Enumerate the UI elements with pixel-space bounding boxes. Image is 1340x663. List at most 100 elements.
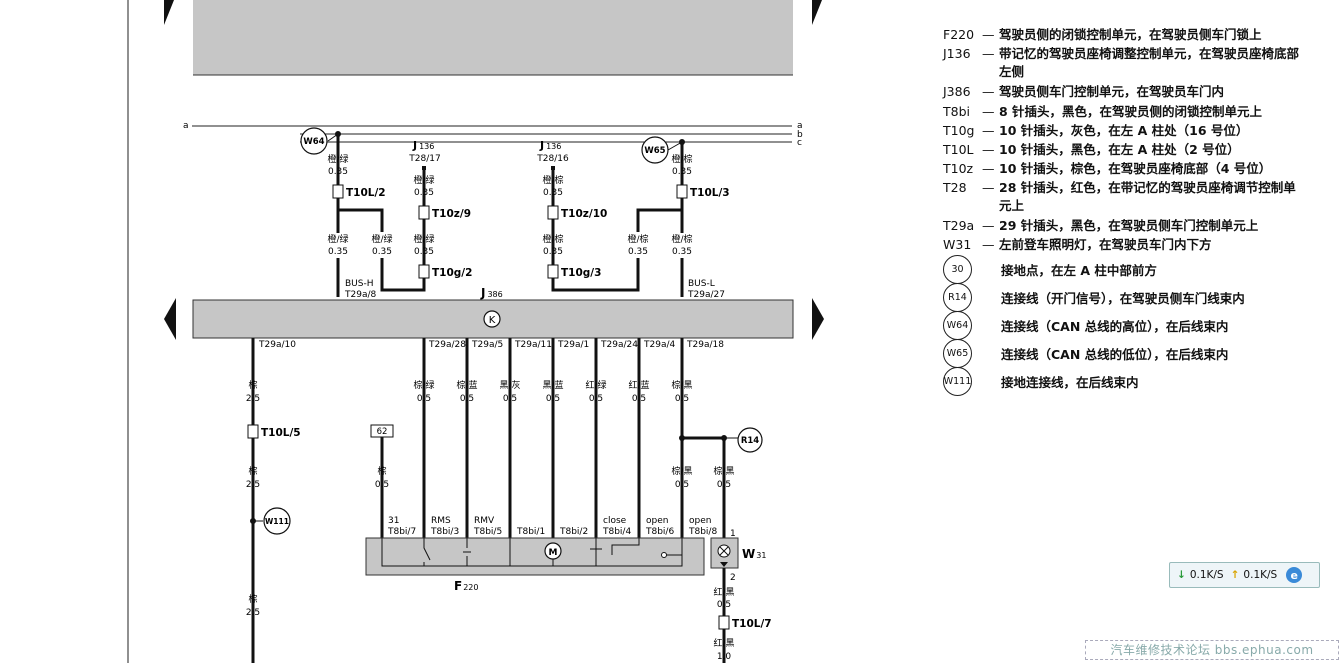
upload-arrow-icon: ↑	[1230, 569, 1240, 581]
wire-label: 橙/棕	[671, 233, 692, 245]
f220-label-open-1: open	[646, 516, 668, 526]
wire-size: 0.5	[589, 394, 603, 404]
wire-size: 2.5	[246, 480, 260, 490]
wire-label: 黑/蓝	[542, 379, 563, 391]
connector-pin-icon	[332, 184, 344, 199]
w31-name: W31	[742, 547, 766, 561]
connector-pin-icon	[718, 615, 730, 630]
legend-code: W31	[943, 237, 972, 252]
conn-t10z10: T10z/10	[561, 208, 607, 220]
wire-label: 黑/灰	[499, 379, 520, 391]
wire-size: 0.5	[460, 394, 474, 404]
wire-label: 棕	[248, 379, 257, 391]
pin-t29a18: T29a/18	[686, 340, 724, 350]
conn-t10g2: T10g/2	[432, 267, 472, 279]
legend-dash: —	[982, 180, 995, 195]
wire-size: 2.5	[246, 608, 260, 618]
legend-row: T8bi—8 针插头，黑色，在驾驶员侧的闭锁控制单元上	[943, 103, 1329, 121]
browser-icon[interactable]: e	[1286, 567, 1303, 583]
wire-label: 红/绿	[585, 379, 606, 391]
wire-label: 棕	[248, 465, 257, 477]
f220-pin-2: T8bi/2	[559, 527, 588, 537]
download-arrow-icon: ↓	[1177, 569, 1186, 581]
legend-dash: —	[982, 237, 995, 252]
wire-size: 0.35	[672, 167, 692, 177]
w111-label: W111	[265, 517, 289, 526]
wire-label: 橙/绿	[413, 233, 434, 245]
legend-code: F220	[943, 27, 975, 42]
wire-label: 红/蓝	[628, 379, 649, 391]
legend-desc: 10 针插头，黑色，在左 A 柱处（2 号位）	[999, 142, 1240, 157]
f220-unit	[365, 537, 705, 576]
r14-circle	[737, 427, 763, 453]
bus-h-label: BUS-H	[345, 279, 374, 289]
pin-t29a24: T29a/24	[600, 340, 638, 350]
bus-label-a: a	[183, 121, 189, 131]
wire-size: 0.5	[546, 394, 560, 404]
page-left-arrow-top	[164, 0, 174, 25]
conn-t10l3: T10L/3	[690, 187, 730, 199]
f220-pin-4: T8bi/4	[602, 527, 631, 537]
j136-left-pin: T28/17	[408, 154, 440, 164]
legend-desc: 8 针插头，黑色，在驾驶员侧的闭锁控制单元上	[999, 104, 1263, 119]
f220-pin-5: T8bi/5	[473, 527, 502, 537]
legend-dash: —	[982, 142, 995, 157]
watermark: 汽车维修技术论坛 bbs.ephua.com	[1085, 640, 1339, 660]
connector-pin-icon	[676, 184, 688, 199]
legend-row: J136—带记忆的驾驶员座椅调整控制单元，在驾驶员座椅底部左侧	[943, 45, 1299, 81]
legend-row: T10z—10 针插头，棕色，在驾驶员座椅底部（4 号位）	[943, 160, 1329, 178]
legend-desc: 10 针插头，棕色，在驾驶员座椅底部（4 号位）	[999, 161, 1272, 176]
circle-desc: 连接线（CAN 总线的低位），在后线束内	[1001, 347, 1229, 362]
f220-pin-6: T8bi/6	[645, 527, 674, 537]
wire-size: 0.35	[372, 247, 392, 257]
wire-size: 0.5	[632, 394, 646, 404]
upload-speed: 0.1K/S	[1243, 569, 1278, 581]
network-speed-widget[interactable]: ↓ 0.1K/S ↑ 0.1K/S e	[1169, 562, 1320, 588]
pin-t29a5: T29a/5	[471, 340, 503, 350]
wiring-diagram: a b c a W64 橙/绿 0.35 T10L/2 橙/绿 0.35 橙/绿…	[127, 0, 824, 663]
box-62-label: 62	[377, 427, 388, 437]
k-ground-icon	[483, 310, 501, 328]
circle-code: W111	[943, 367, 972, 396]
w31-pin1: 1	[730, 529, 736, 539]
w64-label: W64	[303, 137, 324, 147]
f220-label-rms: RMS	[431, 516, 451, 526]
f220-pin-7: T8bi/7	[387, 527, 416, 537]
page-right-arrow	[812, 298, 824, 340]
wire-size: 0.5	[675, 480, 689, 490]
legend-desc: 驾驶员侧的闭锁控制单元，在驾驶员侧车门锁上	[999, 27, 1262, 42]
legend-dash: —	[982, 123, 995, 138]
wire-label: 橙/棕	[671, 153, 692, 165]
j136-right-pin: T28/16	[536, 154, 569, 164]
w65-label: W65	[644, 146, 665, 156]
f220-label-31: 31	[388, 516, 399, 526]
wire-size: 0.35	[328, 167, 348, 177]
circle-code: W65	[943, 339, 972, 368]
legend-dash: —	[982, 161, 995, 176]
pin-t29a10: T29a/10	[258, 340, 296, 350]
legend-row: W31—左前登车照明灯，在驾驶员车门内下方	[943, 236, 1329, 254]
legend-desc: 28 针插头，红色，在带记忆的驾驶员座椅调节控制单元上	[999, 180, 1296, 213]
legend-desc: 带记忆的驾驶员座椅调整控制单元，在驾驶员座椅底部左侧	[999, 46, 1300, 79]
wire-size: 0.35	[543, 247, 563, 257]
legend-code: T10g	[943, 123, 975, 138]
connector-pin-icon	[547, 264, 559, 279]
wire-label: 橙/棕	[542, 233, 563, 245]
r14-label: R14	[741, 436, 759, 446]
wire-size: 0.5	[375, 480, 389, 490]
legend-row: T10g—10 针插头，灰色，在左 A 柱处（16 号位）	[943, 122, 1329, 140]
legend-code: T8bi	[943, 104, 970, 119]
download-speed: 0.1K/S	[1189, 569, 1224, 581]
wire-size: 1.0	[717, 652, 732, 662]
motor-label: M	[549, 548, 558, 558]
legend-row: T29a—29 针插头，黑色，在驾驶员侧车门控制单元上	[943, 217, 1329, 235]
connector-pin-icon	[418, 205, 430, 220]
bus-label-b: b	[797, 130, 803, 140]
top-grey-band	[193, 0, 793, 75]
t29a8-label: T29a/8	[344, 290, 376, 300]
f220-label-open-2: open	[689, 516, 711, 526]
pin-t29a1: T29a/1	[557, 340, 589, 350]
